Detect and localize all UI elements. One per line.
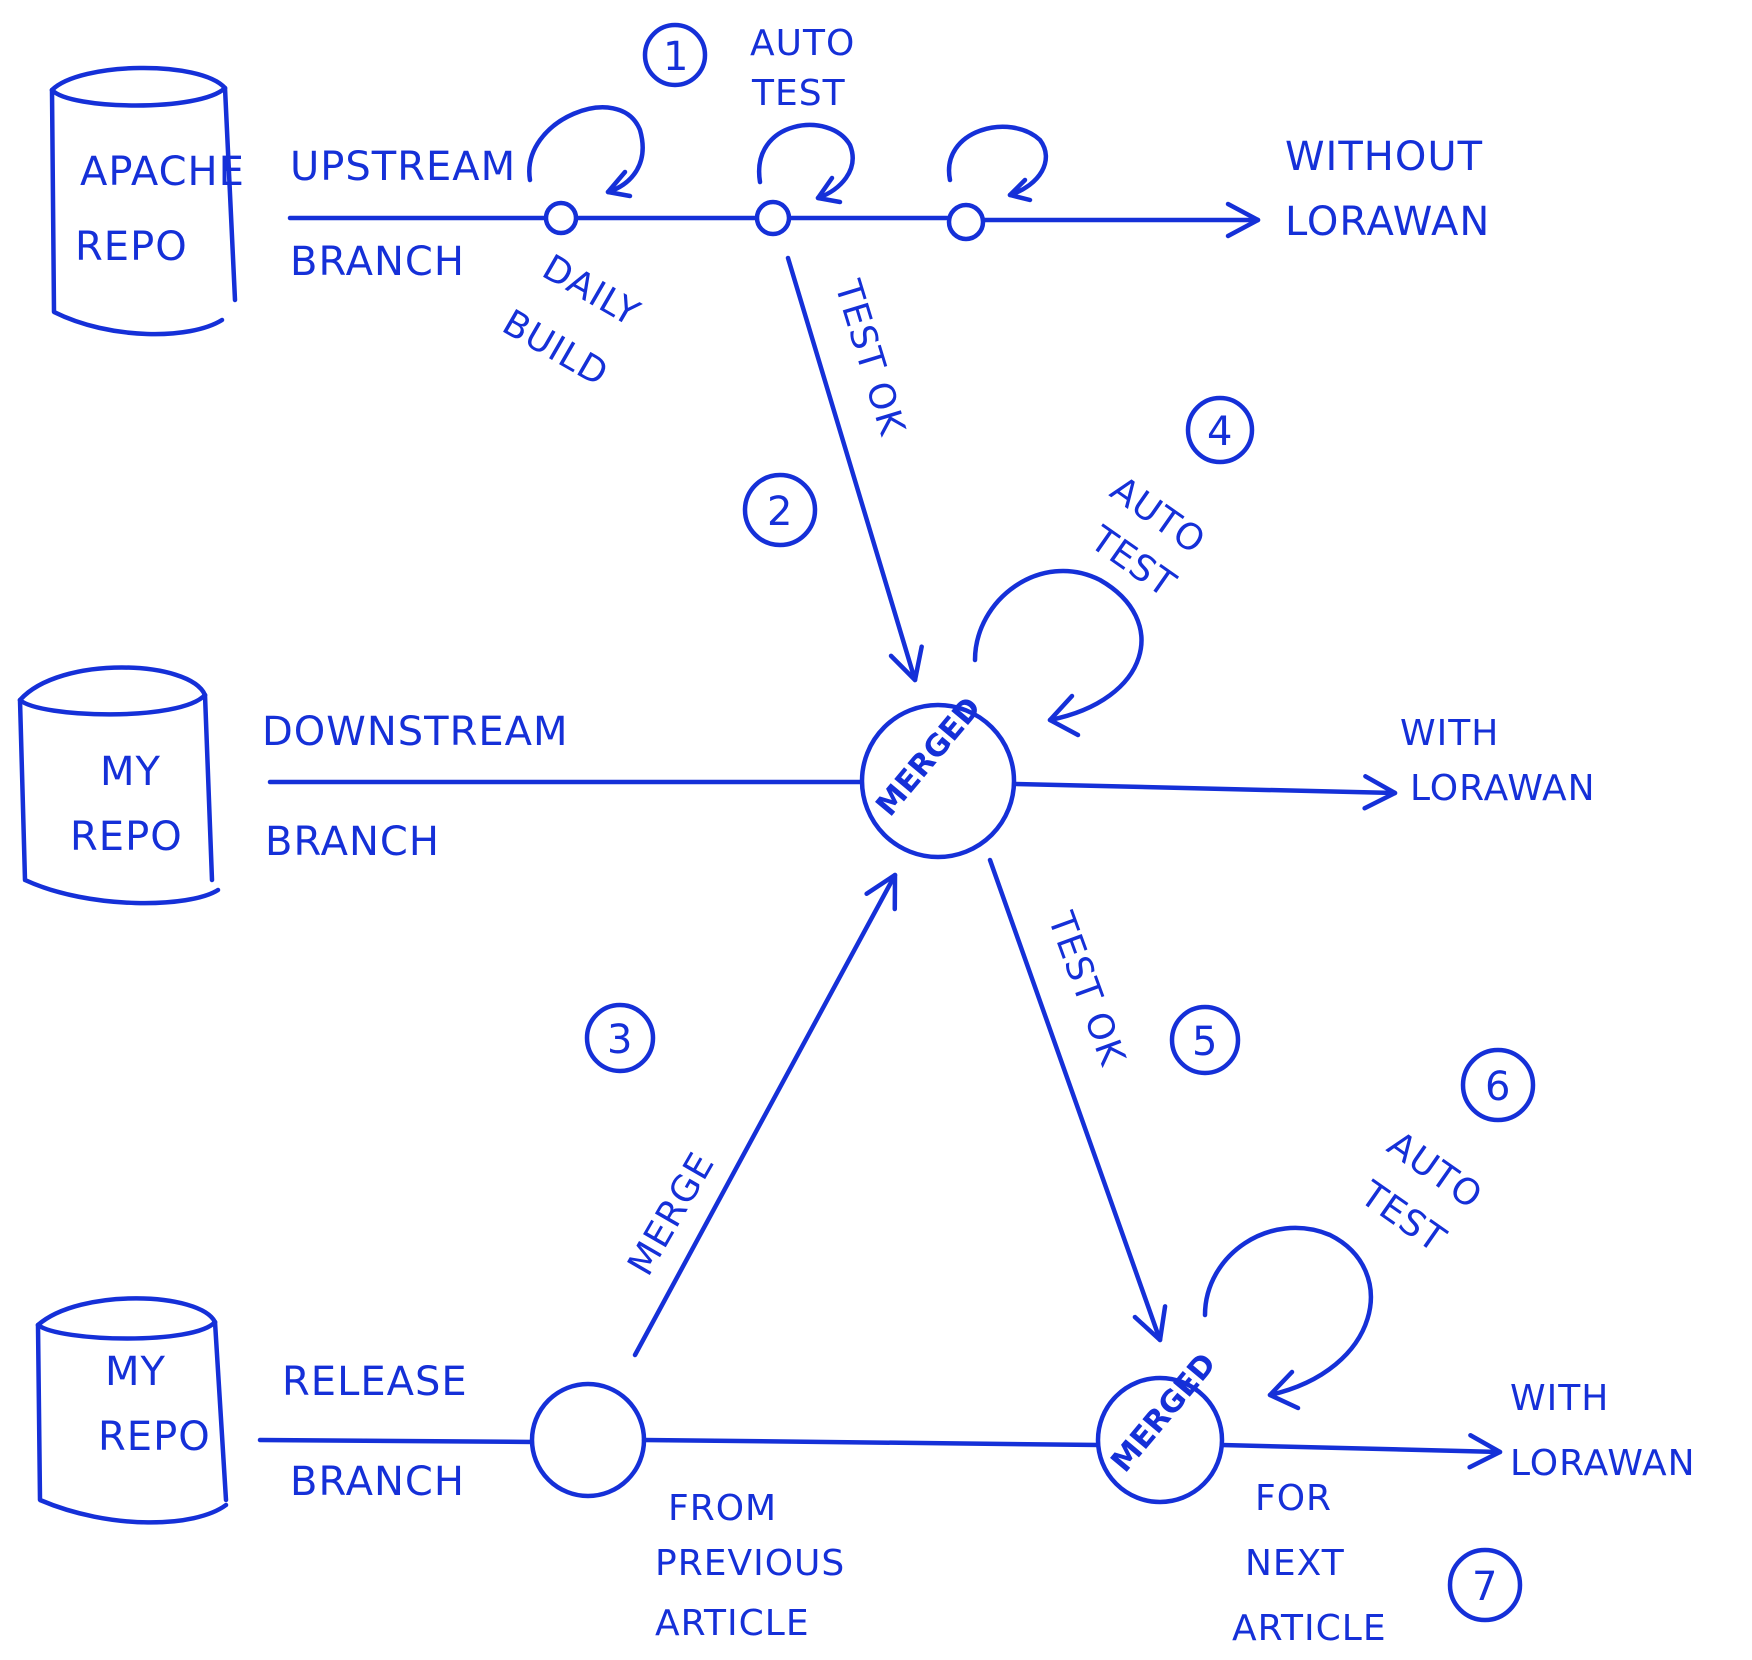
auto-test-loop-bot: [1202, 1225, 1374, 1398]
step-1-badge: 1: [642, 22, 708, 88]
svg-text:3: 3: [607, 1017, 632, 1063]
upstream-loop-3: [946, 124, 1049, 198]
downstream-repo-cylinder: MY REPO: [17, 665, 221, 906]
svg-text:6: 6: [1485, 1064, 1510, 1110]
svg-text:5: 5: [1192, 1019, 1217, 1065]
svg-text:1: 1: [663, 34, 688, 80]
merged-commit-downstream: [859, 702, 1017, 860]
upstream-branch-line: [287, 199, 1261, 242]
upstream-end-label-2: LORAWAN: [1285, 199, 1490, 245]
daily-build-commit: [543, 200, 579, 236]
release-commit-previous: [529, 1381, 647, 1499]
daily-build-loop: [527, 105, 645, 195]
test-ok-label-2: TEST OK: [1039, 906, 1133, 1072]
step-3-badge: 3: [584, 1002, 656, 1074]
next-label: NEXT: [1245, 1543, 1345, 1584]
release-branch-label: RELEASE: [282, 1359, 468, 1405]
test-ok-arrow-1: [785, 255, 924, 683]
downstream-branch-label-2: BRANCH: [265, 819, 440, 865]
auto-test-loop-mid: [972, 568, 1144, 723]
release-branch-label-2: BRANCH: [290, 1459, 465, 1505]
release-branch-line-right: [1219, 1432, 1503, 1470]
auto-test-commit: [754, 199, 792, 237]
daily-label: DAILY: [536, 247, 647, 335]
svg-text:2: 2: [767, 489, 792, 535]
release-end-label-1: WITH: [1510, 1378, 1609, 1419]
step-7-badge: 7: [1447, 1547, 1523, 1623]
downstream-branch-label: DOWNSTREAM: [262, 709, 569, 755]
downstream-end-label-1: WITH: [1400, 713, 1499, 754]
upstream-end-label-1: WITHOUT: [1285, 134, 1483, 180]
article-label-1: ARTICLE: [655, 1603, 810, 1644]
downstream-branch-line-right: [1012, 774, 1398, 811]
svg-text:7: 7: [1472, 1564, 1497, 1610]
apache-repo-cylinder: APACHE REPO: [49, 65, 245, 337]
upstream-branch-label-2: BRANCH: [290, 239, 465, 285]
release-repo-cylinder: MY REPO: [35, 1296, 229, 1525]
test-ok-arrow-2: [987, 857, 1168, 1343]
step-4-badge: 4: [1185, 395, 1255, 465]
merge-arrow: [632, 872, 898, 1358]
for-label: FOR: [1255, 1478, 1332, 1519]
upstream-branch-label: UPSTREAM: [290, 144, 516, 190]
merged-commit-release: [1095, 1375, 1225, 1505]
upstream-commit-3: [946, 202, 986, 242]
auto-test-top-label-2: TEST: [751, 73, 846, 114]
svg-text:4: 4: [1207, 409, 1232, 455]
release-branch-line-left: [257, 1437, 538, 1445]
article-label-2: ARTICLE: [1232, 1608, 1387, 1649]
downstream-repo-label-line2: REPO: [70, 814, 183, 860]
release-repo-label-line1: MY: [105, 1349, 166, 1395]
apache-repo-label-line1: APACHE: [80, 149, 245, 195]
auto-test-top-label-1: AUTO: [750, 23, 855, 64]
previous-label: PREVIOUS: [655, 1543, 845, 1584]
from-label: FROM: [668, 1488, 777, 1529]
merge-label: MERGE: [620, 1146, 723, 1283]
auto-test-loop: [756, 122, 855, 201]
step-6-badge: 6: [1460, 1047, 1536, 1123]
step-2-badge: 2: [742, 472, 818, 548]
apache-repo-label-line2: REPO: [75, 224, 188, 270]
test-ok-label-1: TEST OK: [826, 275, 912, 441]
release-branch-line-mid: [641, 1437, 1103, 1448]
downstream-end-label-2: LORAWAN: [1410, 768, 1596, 809]
release-end-label-2: LORAWAN: [1510, 1443, 1696, 1484]
step-5-badge: 5: [1169, 1004, 1241, 1076]
downstream-repo-label-line1: MY: [100, 749, 161, 795]
release-repo-label-line2: REPO: [98, 1414, 211, 1460]
